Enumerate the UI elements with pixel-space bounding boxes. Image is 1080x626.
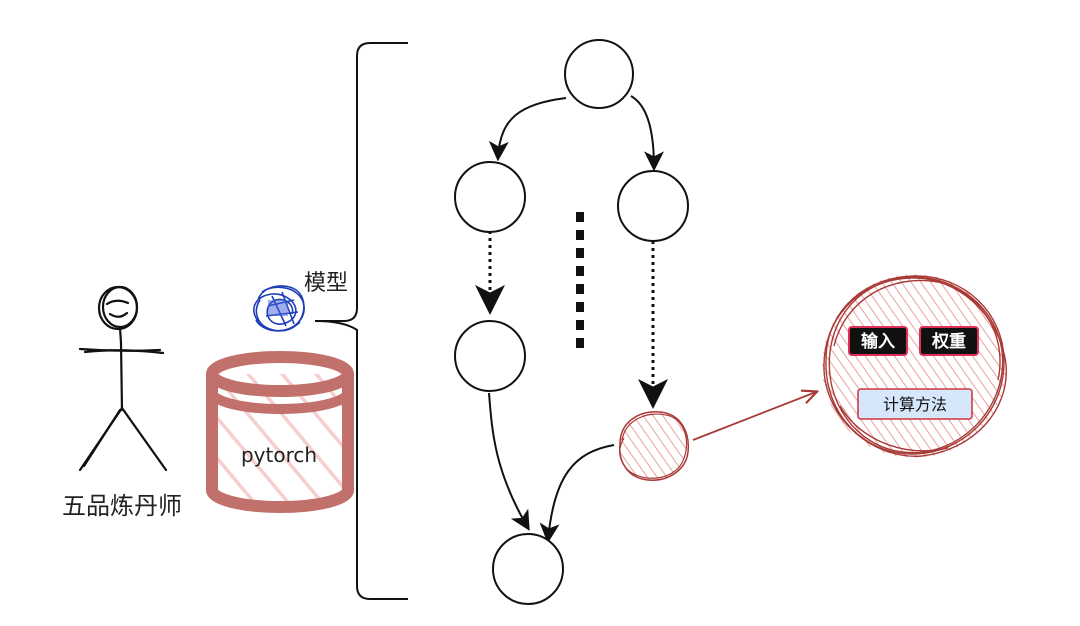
edge-top-right — [630, 95, 664, 172]
weight-button-label: 权重 — [931, 331, 966, 352]
operator-zoom-circle: 输入 权重 计算方法 — [822, 274, 1007, 458]
pytorch-label: pytorch — [241, 443, 317, 467]
graph-node-left-mid — [454, 320, 526, 392]
person-label: 五品炼丹师 — [62, 492, 182, 520]
input-button-label: 输入 — [861, 331, 895, 352]
model-label: 模型 — [304, 271, 348, 296]
scribble-ball-icon — [253, 285, 305, 332]
edge-top-left — [488, 97, 567, 162]
graph-node-left — [454, 161, 526, 233]
edge-red-bottom — [539, 444, 615, 544]
input-button: 输入 — [848, 326, 908, 356]
stick-figure-icon — [78, 285, 168, 472]
graph-node-top — [564, 39, 634, 109]
curly-brace — [314, 42, 408, 600]
edge-left-bottom — [488, 392, 530, 531]
graph-edges — [475, 95, 816, 544]
pytorch-cylinder: pytorch — [206, 351, 354, 513]
graph-node-bottom — [492, 533, 564, 605]
graph-node-right — [617, 170, 689, 242]
graph-node-highlighted — [619, 411, 690, 481]
person-stick-figure: 五品炼丹师 — [62, 285, 182, 520]
compute-method-label: 计算方法 — [883, 395, 947, 414]
compute-method-button: 计算方法 — [857, 388, 973, 420]
weight-button: 权重 — [919, 326, 979, 356]
edge-zoom-arrow — [692, 392, 816, 441]
database-cylinder-icon — [206, 351, 354, 513]
graph-nodes — [454, 39, 690, 605]
